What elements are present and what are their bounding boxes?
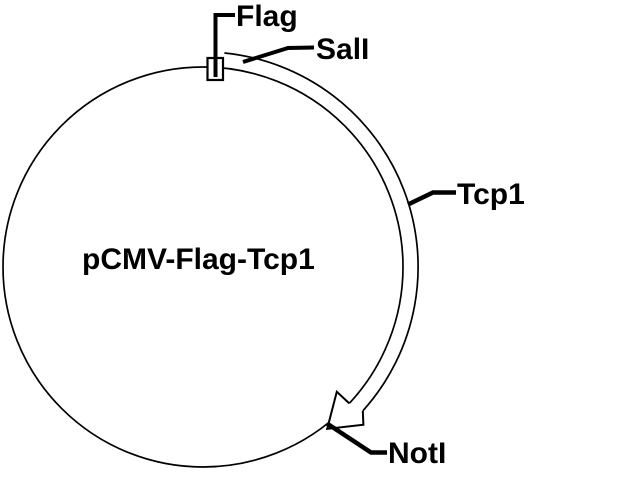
noti-leader-line (325, 421, 387, 455)
tcp1-label: Tcp1 (457, 178, 525, 211)
sali-leader-line (242, 45, 315, 64)
noti-label: NotI (388, 437, 446, 470)
plasmid-backbone-circle (2, 66, 404, 468)
insert-arrowhead (325, 389, 365, 431)
tcp1-leader-line (407, 190, 456, 207)
flag-leader-line (213, 13, 235, 77)
plasmid-name-title: pCMV-Flag-Tcp1 (82, 243, 315, 276)
flag-label: Flag (236, 0, 298, 33)
insert-band-outer-arc (224, 52, 419, 412)
sali-label: SalI (316, 33, 369, 66)
